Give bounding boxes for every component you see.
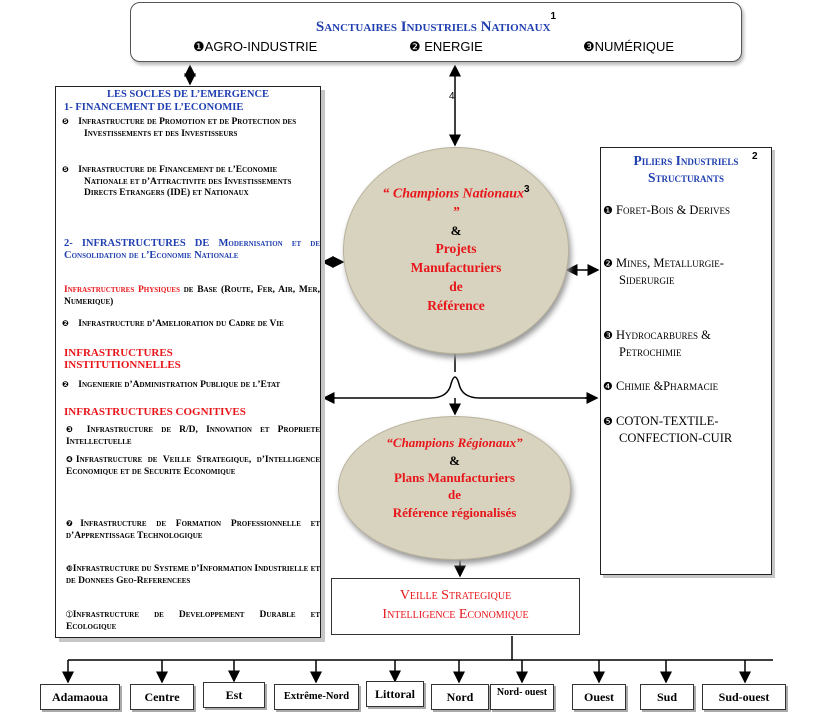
footnote-1: 1: [550, 11, 557, 22]
connector-label-4: 4: [449, 91, 455, 102]
sanctuaires-title: Sanctuaires Industriels Nationaux1: [131, 11, 741, 36]
sanctuary-energie: ❷ ENERGIE: [409, 39, 483, 54]
item-rd: ❸ Infrastructure de R/D, Innovation et P…: [66, 425, 321, 447]
section-modernisation: 2- INFRASTRUCTURES DE Modernisation et d…: [64, 238, 320, 261]
projets-line-3: de: [449, 279, 463, 294]
projets-line-2: Manufacturiers: [410, 260, 502, 275]
region-nord-ouest: Nord- ouest: [490, 684, 554, 710]
projets-line-1: Projets: [435, 241, 477, 256]
brace-horizontal: [325, 376, 596, 399]
plans-line-2: de: [448, 487, 461, 502]
region-extreme-nord: Extrême-Nord: [274, 684, 359, 710]
section-cognitives: INFRASTRUCTURES COGNITIVES: [64, 406, 246, 418]
pilier-hydrocarbures: ❸ Hydrocarbures & Petrochimie: [603, 328, 711, 359]
socles-box: LES SOCLES DE L’EMERGENCE 1- FINANCEMENT…: [55, 86, 321, 638]
plans-line-3: Référence régionalisés: [392, 505, 517, 520]
region-centre: Centre: [130, 684, 194, 710]
item-cadre-vie: ❷ Infrastructure d’Amelioration du Cadre…: [62, 319, 284, 329]
champions-nationaux-title: “ Champions Nationaux3 ”: [382, 184, 530, 220]
champions-nationaux-ellipse: “ Champions Nationaux3 ” & Projets Manuf…: [343, 147, 569, 354]
item-systeme-information: ❿Infrastructure du Systeme d’Information…: [66, 564, 320, 586]
region-adamaoua: Adamaoua: [40, 684, 120, 710]
region-sud: Sud: [640, 684, 694, 710]
pilier-coton: ❺ COTON-TEXTILE-CONFECTION-CUIR: [603, 414, 733, 445]
champions-nationaux-amp: &: [450, 223, 462, 238]
item-ingenierie: ❷ Ingenierie d’Administration Publique d…: [62, 380, 281, 390]
item-formation: ❼Infrastructure de Formation Professionn…: [66, 519, 320, 541]
item-promotion: ❺ Infrastructure de Promotion et de Prot…: [62, 117, 297, 139]
plans-line-1: Plans Manufacturiers: [394, 470, 515, 485]
sanctuaires-box: Sanctuaires Industriels Nationaux1 ❶AGRO…: [130, 2, 742, 62]
pilier-mines: ❷ Mines, Metallurgie-Siderurgie: [603, 256, 724, 287]
champions-regionaux-amp: &: [449, 453, 460, 468]
item-veille: ❹Infrastructure de Veille Strategique, d…: [66, 455, 320, 477]
sanctuaires-title-text: Sanctuaires Industriels Nationaux: [315, 19, 551, 35]
region-sud-ouest: Sud-ouest: [702, 684, 786, 710]
region-littoral: Littoral: [366, 681, 424, 707]
veille-line-1: Veille Strategique: [399, 588, 512, 603]
champions-regionaux-ellipse: “Champions Régionaux” & Plans Manufactur…: [338, 416, 571, 560]
item-financement: ❺ Infrastructure de Financement de l’Eco…: [62, 165, 292, 198]
pilier-chimie: ❹ Chimie &Pharmacie: [603, 379, 719, 393]
section-financement: 1- FINANCEMENT DE L’ECONOMIE: [64, 102, 244, 113]
item-developpement-durable: ➀Infrastructure de Developpement Durable…: [66, 610, 320, 632]
region-est: Est: [203, 682, 265, 708]
projets-line-4: Référence: [427, 298, 485, 313]
champions-regionaux-title: “Champions Régionaux”: [386, 435, 523, 450]
region-ouest: Ouest: [572, 684, 626, 710]
sanctuary-agro: ❶AGRO-INDUSTRIE: [193, 39, 318, 54]
socles-title: LES SOCLES DE L’EMERGENCE: [106, 89, 270, 100]
veille-box: Veille Strategique Intelligence Economiq…: [331, 578, 580, 635]
pilier-foret-bois: ❶ Foret-Bois & Derives: [603, 203, 730, 217]
section-institutionnelles: INFRASTRUCTURES INSTITUTIONNELLES: [64, 347, 181, 371]
region-arrows: [62, 660, 751, 684]
region-nord: Nord: [431, 684, 489, 710]
sanctuary-numerique: ❸NUMÉRIQUE: [583, 39, 675, 54]
veille-line-2: Intelligence Economique: [382, 607, 529, 622]
physiques-label: Infrastructures Physiques: [64, 285, 180, 295]
item-physiques: Infrastructures Physiques de Base (Route…: [64, 285, 320, 307]
